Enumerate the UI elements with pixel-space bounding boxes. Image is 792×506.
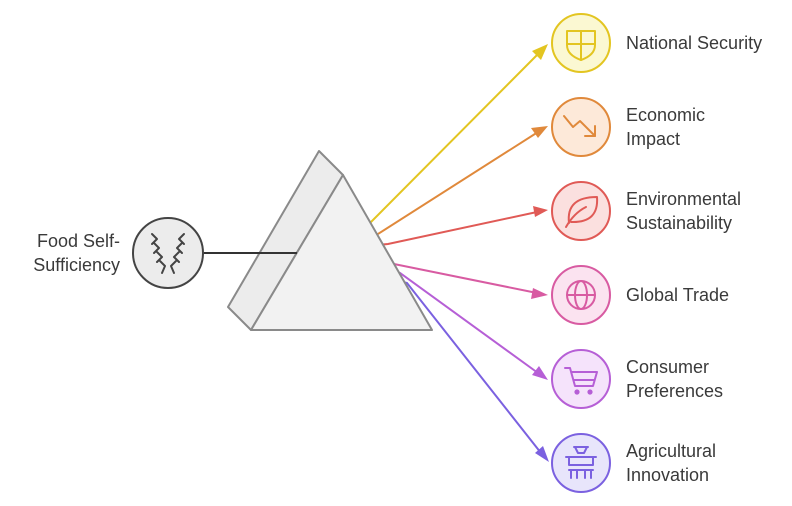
label-agricultural-innovation: Agricultural Innovation <box>626 439 716 487</box>
label-consumer-preferences-line-2: Preferences <box>626 381 724 401</box>
ray-national-security-arrow <box>532 44 548 60</box>
source-label-line-1: Food Self- <box>36 231 120 251</box>
ray-consumer-preferences-arrow <box>532 366 548 380</box>
source-label: Food Self- Sufficiency <box>0 229 120 277</box>
source-label-line-2: Sufficiency <box>33 255 120 275</box>
node-agricultural-innovation <box>551 433 611 493</box>
tractor-icon <box>565 446 597 479</box>
label-environmental-sustainability: Environmental Sustainability <box>626 187 741 235</box>
source-node <box>132 217 204 289</box>
shield-icon <box>566 30 596 61</box>
cart-icon <box>564 367 598 395</box>
leaf-icon <box>565 196 599 228</box>
globe-icon <box>566 280 596 310</box>
label-agricultural-innovation-line-1: Agricultural <box>626 441 717 461</box>
source-circle <box>132 217 204 289</box>
prism <box>227 150 433 331</box>
label-consumer-preferences-line-1: Consumer <box>626 357 710 377</box>
label-national-security-line-1: National Security <box>626 33 763 53</box>
label-environmental-sustainability-line-2: Sustainability <box>626 213 733 233</box>
label-global-trade-line-1: Global Trade <box>626 285 730 305</box>
label-economic-impact-line-2: Impact <box>626 129 681 149</box>
label-economic-impact: Economic Impact <box>626 103 705 151</box>
label-agricultural-innovation-line-2: Innovation <box>626 465 710 485</box>
label-global-trade: Global Trade <box>626 283 729 307</box>
label-environmental-sustainability-line-1: Environmental <box>626 189 742 209</box>
ray-economic-impact-arrow <box>531 126 548 138</box>
label-economic-impact-line-1: Economic <box>626 105 706 125</box>
wheat-icon <box>151 233 185 274</box>
label-consumer-preferences: Consumer Preferences <box>626 355 723 403</box>
node-economic-impact <box>551 97 611 157</box>
ray-agricultural-innovation-arrow <box>535 446 549 462</box>
trend-down-icon <box>563 115 596 137</box>
label-national-security: National Security <box>626 31 762 55</box>
output-nodes <box>551 13 611 493</box>
ray-global-trade-arrow <box>531 288 548 299</box>
ray-environmental-sustainability-arrow <box>533 206 548 217</box>
